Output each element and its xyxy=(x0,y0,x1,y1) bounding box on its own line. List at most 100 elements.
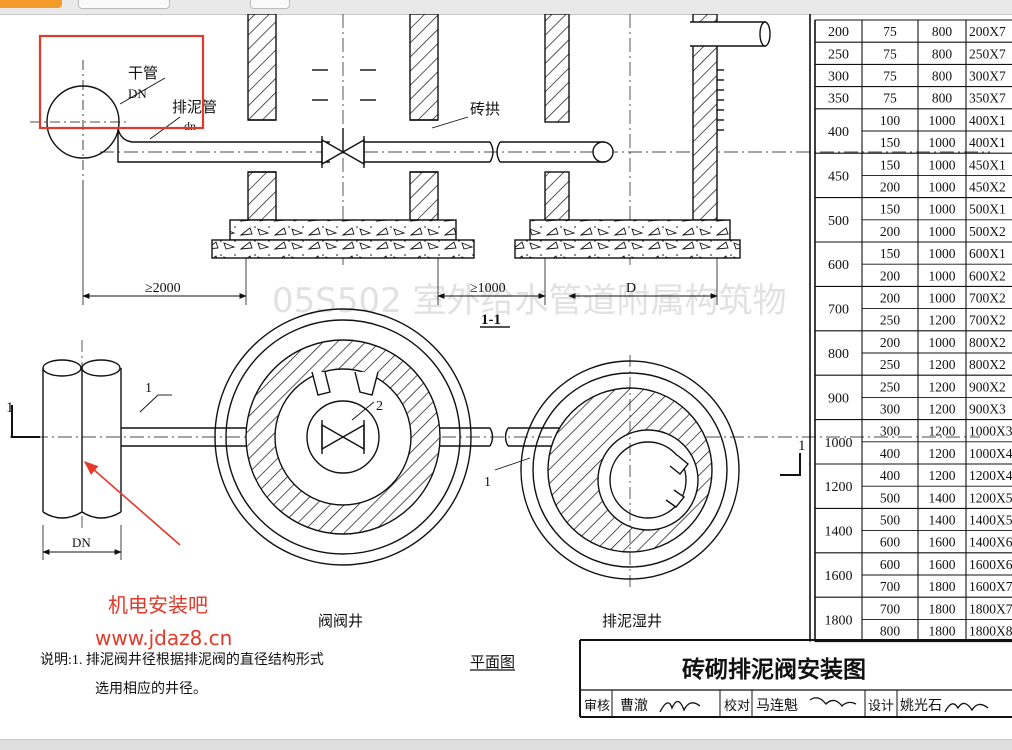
note-line-1: 说明:1. 排泥阀井径根据排泥阀的直径结构形式 xyxy=(40,651,324,668)
table-cell: 800 xyxy=(880,624,901,639)
review-label: 审核 xyxy=(584,698,610,713)
table-cell-dn: 1000 xyxy=(825,436,853,451)
table-cell: 1000 xyxy=(929,291,956,306)
table-cell: 700X2 xyxy=(969,313,1006,328)
table-cell-dn: 900 xyxy=(828,391,849,406)
review-name: 曹澈 xyxy=(620,698,648,714)
callout-2: 2 xyxy=(376,399,383,414)
title-block xyxy=(579,639,1012,718)
table-cell: 800X2 xyxy=(969,357,1006,372)
drain-well-base xyxy=(529,219,731,241)
table-cell: 200 xyxy=(880,335,901,350)
table-cell: 1000 xyxy=(929,224,956,239)
table-cell: 1400X5 xyxy=(969,513,1012,528)
table-cell: 400 xyxy=(880,446,901,461)
table-cell: 1000 xyxy=(929,157,956,172)
table-cell: 800 xyxy=(932,46,953,61)
table-cell: 200X7 xyxy=(969,24,1006,39)
table-cell: 700 xyxy=(880,601,901,616)
table-cell: 700X2 xyxy=(969,291,1006,306)
table-cell-dn: 350 xyxy=(828,92,849,107)
table-cell: 300 xyxy=(880,424,901,439)
table-cell-dn: 1400 xyxy=(825,525,853,540)
table-cell: 200 xyxy=(880,180,901,195)
table-cell: 150 xyxy=(880,135,901,150)
table-cell: 400 xyxy=(880,468,901,483)
table-cell: 600 xyxy=(880,557,901,572)
design-label: 设计 xyxy=(868,698,894,713)
toolbar-button[interactable] xyxy=(250,0,290,9)
site-name: 机电安装吧 xyxy=(108,593,208,617)
dim-1000: ≥1000 xyxy=(470,281,506,296)
table-cell: 1000 xyxy=(929,268,956,283)
watermark-text: 05S502 室外给水管道附属构筑物 xyxy=(272,281,787,321)
table-cell: 150 xyxy=(880,202,901,217)
table-cell: 800 xyxy=(932,69,953,84)
drain-well-wall-left xyxy=(544,14,570,123)
table-cell: 600X1 xyxy=(969,246,1006,261)
toolbar-field[interactable] xyxy=(78,0,170,9)
table-cell: 1400 xyxy=(929,513,956,528)
check-label: 校对 xyxy=(724,698,750,713)
table-cell-dn: 700 xyxy=(828,303,849,318)
table-cell: 300 xyxy=(880,402,901,417)
table-cell: 1400 xyxy=(929,490,956,505)
label-main-pipe: 干管 xyxy=(128,65,158,82)
viewer-statusbar xyxy=(0,739,1012,750)
callout-1-b: 1 xyxy=(484,475,491,490)
valve-well-outer xyxy=(214,308,472,566)
table-cell: 1400X6 xyxy=(969,535,1012,550)
label-drain-pipe: 排泥管 xyxy=(172,99,217,116)
valve-well-wall-left xyxy=(247,14,277,121)
table-cell-dn: 200 xyxy=(828,25,849,40)
table-cell: 900X2 xyxy=(969,379,1006,394)
table-cell-dn: 450 xyxy=(828,169,849,184)
table-cell: 1200X5 xyxy=(969,490,1012,505)
section-mark-left: 1 xyxy=(6,400,14,416)
table-cell: 75 xyxy=(883,24,897,39)
table-cell: 800 xyxy=(932,24,953,39)
section-view xyxy=(30,14,990,328)
table-cell: 1800 xyxy=(929,624,956,639)
table-cell: 1000 xyxy=(929,113,956,128)
table-cell: 1200 xyxy=(929,313,956,328)
table-cell: 200 xyxy=(880,224,901,239)
label-drain-pipe-dn: dn xyxy=(184,119,196,133)
highlight-box xyxy=(38,34,205,130)
table-cell-dn: 500 xyxy=(828,214,849,229)
table-cell: 75 xyxy=(883,46,897,61)
drain-pipe-left xyxy=(117,127,330,163)
dim-d: D xyxy=(626,281,636,296)
table-cell: 250 xyxy=(880,313,901,328)
plan-label: 平面图 xyxy=(470,654,515,671)
installation-drawing: 05S502 室外给水管道附属构筑物 xyxy=(6,14,1012,718)
table-cell: 800X2 xyxy=(969,335,1006,350)
table-cell: 600X2 xyxy=(969,268,1006,283)
table-cell-dn: 1600 xyxy=(825,569,853,584)
site-url: www.jdaz8.cn xyxy=(95,626,232,650)
table-cell: 75 xyxy=(883,91,897,106)
design-name: 姚光石 xyxy=(900,698,942,714)
table-cell: 350X7 xyxy=(969,91,1006,106)
table-cell: 1200 xyxy=(929,424,956,439)
table-cell: 200 xyxy=(880,291,901,306)
label-valve-well: 阀阀井 xyxy=(318,613,363,630)
label-main-pipe-dn: DN xyxy=(128,86,147,101)
table-cell: 1200 xyxy=(929,402,956,417)
table-cell-dn: 400 xyxy=(828,125,849,140)
drawing-title: 砖砌排泥阀安装图 xyxy=(682,656,866,682)
table-cell: 1200X4 xyxy=(969,468,1012,483)
label-drain-well: 排泥湿井 xyxy=(602,613,662,630)
toolbar-tab[interactable] xyxy=(0,0,62,8)
table-cell: 1800 xyxy=(929,579,956,594)
table-cell: 900X3 xyxy=(969,402,1006,417)
note-line-2: 选用相应的井径。 xyxy=(95,680,207,697)
section-mark-right: 1 xyxy=(798,438,806,454)
valve-well-base xyxy=(229,219,457,241)
label-brick-arch: 砖拱 xyxy=(470,101,500,118)
table-cell: 1200 xyxy=(929,468,956,483)
table-cell: 1000 xyxy=(929,202,956,217)
table-cell: 1600X7 xyxy=(969,579,1012,594)
table-cell: 800 xyxy=(932,91,953,106)
